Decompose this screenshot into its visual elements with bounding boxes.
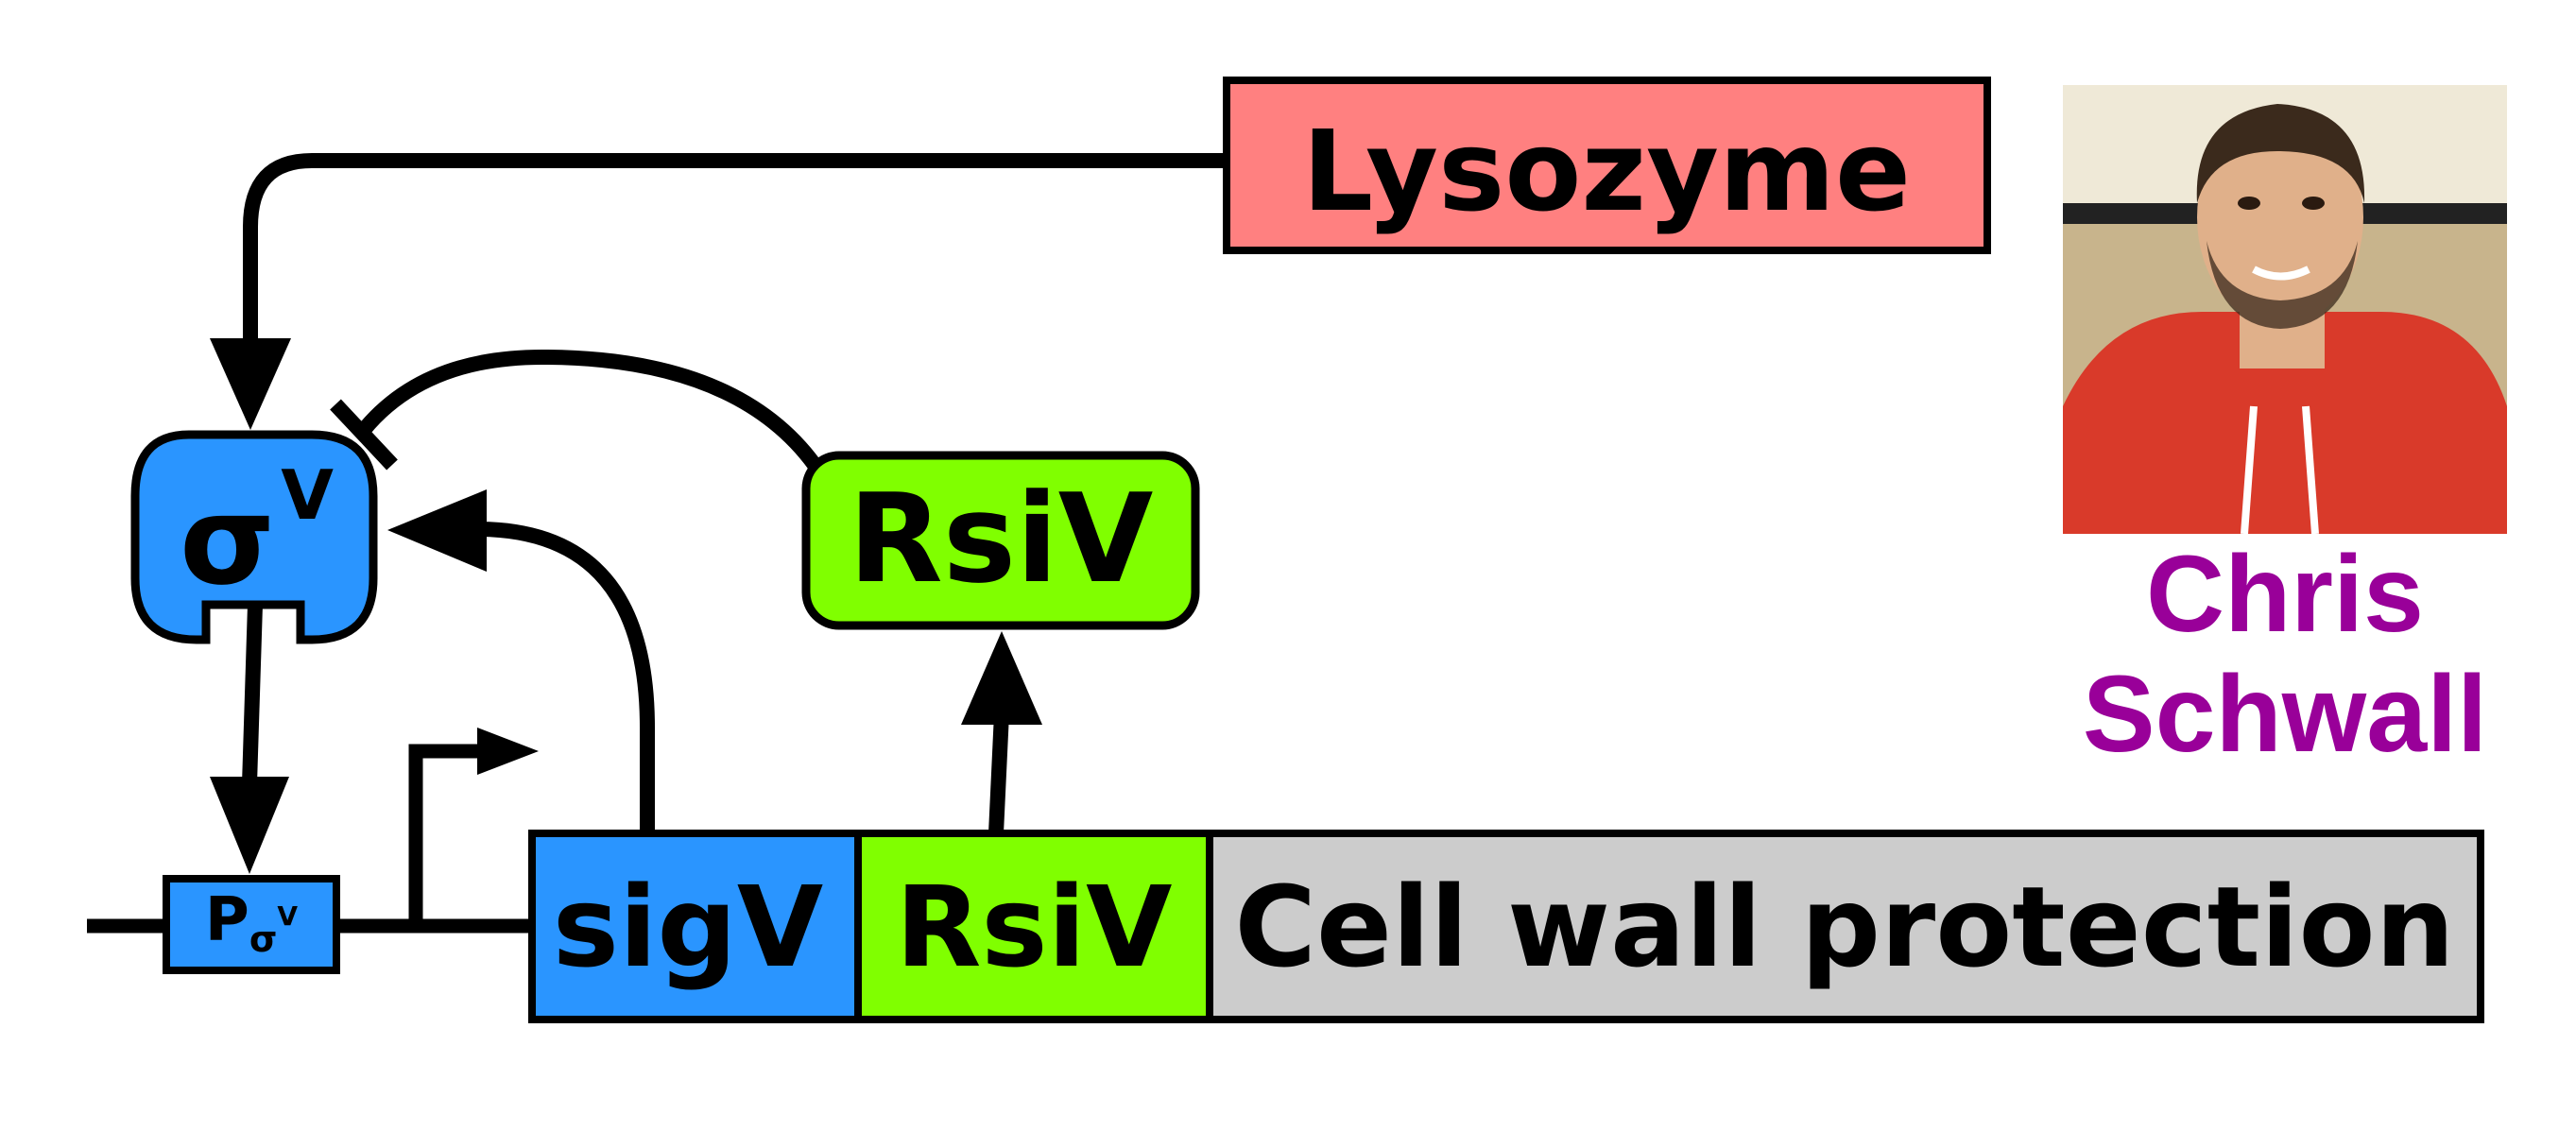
rsiv-protein-label: RsiV [849,467,1154,610]
rsiv-inhibition-bar [330,399,398,471]
sigv-translation-arrowhead [387,489,487,572]
transcription-start-arrowhead [477,728,539,775]
lysozyme-activation-arrowhead [210,338,291,430]
sigma-factor-shape [130,430,378,644]
gene-rsiv-box [854,830,1213,1023]
gene-rsiv-label: RsiV [896,862,1173,992]
sigma-to-promoter-line [242,604,263,785]
lysozyme-box [1223,77,1991,254]
transcription-start-arrow [408,744,484,926]
sigma-factor-label: σV [180,455,334,612]
person-first-name: Chris [2146,534,2424,655]
gene-sigv-label: sigV [553,862,823,992]
sigv-translation-arrow [476,522,655,833]
lysozyme-activation-arrow [243,153,1227,345]
operon: sigV RsiV Cell wall protection [528,830,2484,1023]
sigma-to-promoter-arrowhead [210,777,289,874]
gene-cell-wall-box [1206,830,2484,1023]
rsiv-translation-line [988,712,1009,834]
person-last-name: Schwall [2083,654,2487,775]
rsiv-inhibition-line [357,349,821,470]
gene-cell-wall-label: Cell wall protection [1234,862,2454,992]
person-photo [2063,85,2507,534]
promoter-box [163,875,340,974]
rsiv-protein-box [801,451,1200,630]
promoter-label: PσV [205,885,299,960]
rsiv-translation-arrowhead [961,631,1042,725]
lysozyme-label: Lysozyme [1302,106,1911,236]
